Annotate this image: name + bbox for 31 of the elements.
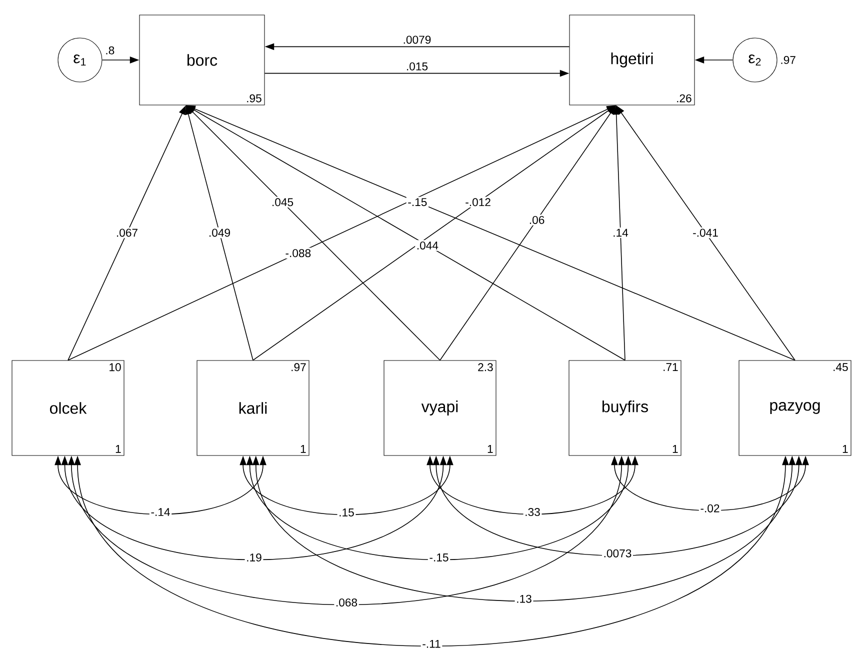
edge-label: -.14	[149, 506, 172, 518]
variable-box: karli .97 1	[196, 360, 310, 456]
edge-label: .044	[415, 240, 440, 251]
edge-label: .14	[611, 228, 630, 238]
edge-label: -.15	[428, 552, 450, 563]
edge-label: .0079	[402, 34, 433, 46]
edge-label: .15	[337, 507, 356, 518]
variable-box: buyfirs .71 1	[568, 360, 682, 456]
edge-label: -.088	[284, 248, 312, 258]
edge-label: -.012	[464, 196, 492, 208]
edge-label: .13	[514, 594, 534, 604]
edge-label: .015	[404, 61, 430, 72]
edge-label: .19	[244, 552, 264, 563]
edge-label: .045	[270, 196, 295, 208]
edge-label: .067	[114, 227, 140, 238]
variable-box: borc .95	[139, 14, 265, 106]
edge-label: -.11	[420, 638, 442, 650]
variable-box: vyapi 2.3 1	[384, 360, 496, 456]
edge-label: .068	[334, 597, 359, 608]
variable-box: pazyog .45 1	[738, 360, 852, 456]
edge-label: -.02	[698, 503, 722, 514]
variable-box: olcek 10 1	[12, 360, 124, 456]
variance-label: .8	[106, 46, 114, 54]
edge-label: -.041	[691, 227, 720, 238]
edge-label: .33	[523, 506, 542, 518]
edge-label: .06	[528, 214, 546, 226]
variance-label: .97	[781, 56, 796, 64]
edge-label: -.15	[406, 196, 429, 208]
edge-label: .0073	[602, 548, 634, 559]
edge-label: .049	[207, 227, 232, 238]
variable-box: hgetiri .26	[569, 14, 695, 106]
